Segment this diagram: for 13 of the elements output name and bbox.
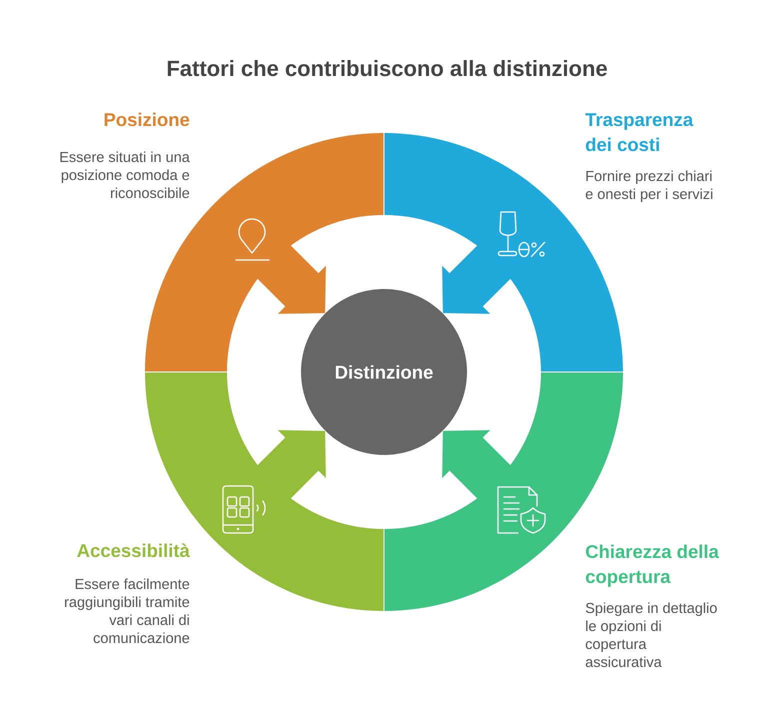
segment-heading: Trasparenza dei costi	[585, 113, 694, 152]
arrow	[256, 243, 326, 314]
segment-heading: Posizione	[104, 112, 190, 126]
description-text: Essere facilmente raggiungibili tramite vari canali di comunicazione	[65, 578, 190, 644]
segment-heading: Chiarezza della copertura	[586, 544, 719, 587]
arrow	[256, 430, 326, 500]
description-text: Essere situati in una posizione comoda e riconoscibile	[60, 151, 190, 198]
title: Fattori che contribuiscono alla distinzione	[168, 60, 607, 76]
segment-heading: Accessibilità	[77, 543, 190, 558]
description-text: Fornire prezzi chiari e onesti per i servizi	[586, 170, 712, 202]
arrow	[442, 430, 512, 500]
arrow	[442, 243, 512, 314]
description-text: Spiegare in dettaglio le opzioni di copertura assicurativa	[586, 602, 717, 668]
